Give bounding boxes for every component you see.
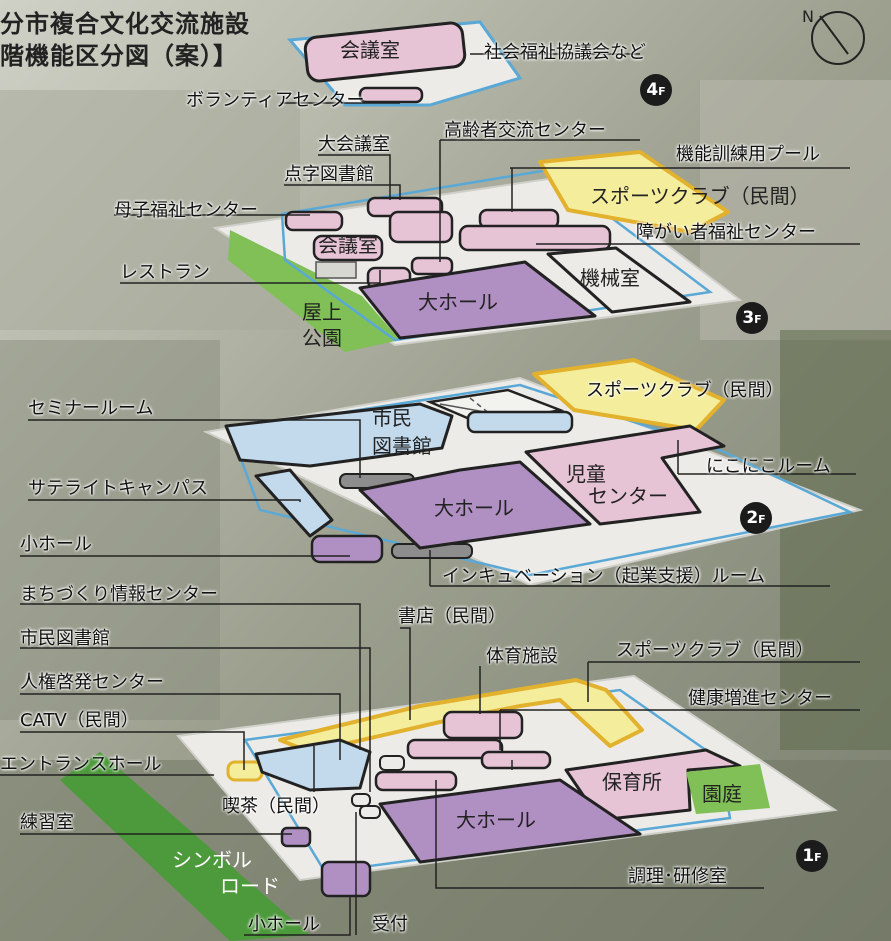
3f-kikai-label: 機械室 (580, 266, 640, 290)
1f-machizukuri-label: まちづくり情報センター (20, 584, 218, 605)
1f-chori-label: 調理･研修室 (628, 866, 727, 887)
leader-lines (0, 53, 860, 936)
floor-badge-1f: 1F (796, 840, 828, 872)
compass-north-label: N (802, 7, 814, 26)
1f-jinken-label: 人権啓発センター (20, 672, 164, 693)
1f-sports-label: スポーツクラブ（民間） (616, 640, 814, 661)
3f-kaigishitsu-label: 会議室 (318, 233, 378, 257)
2f-shimin-label2: 図書館 (372, 434, 432, 458)
1f-symbol-label2: ロード (220, 874, 280, 898)
1f-shoten-label: 書店（民間） (398, 606, 506, 627)
4f-shakai-label: 社会福祉協議会など (484, 42, 646, 63)
3f-okujo-label2: 公園 (302, 326, 342, 350)
1f-daihall-label: 大ホール (456, 808, 536, 832)
1f-taiiku-label: 体育施設 (486, 646, 558, 667)
2f-sports-label: スポーツクラブ（民間） (586, 380, 784, 401)
1f-catv-label: CATV（民間） (20, 710, 139, 731)
1f-hoiku-label: 保育所 (602, 770, 662, 794)
1f-kenko-label: 健康増進センター (688, 688, 832, 709)
3f-kinou-pool-label: 機能訓練用プール (676, 144, 820, 165)
page-title-line2: 階機能区分図（案）】 (0, 42, 238, 70)
1f-uketsuke-label: 受付 (372, 914, 408, 935)
4f-kaigishitsu-label: 会議室 (340, 38, 400, 62)
1f-renshu-label: 練習室 (20, 812, 74, 833)
4f-volunteer-label: ボランティアセンター (186, 90, 365, 111)
3f-daikaigi-label: 大会議室 (318, 134, 390, 155)
3f-shougai-label: 障がい者福祉センター (636, 222, 816, 243)
3f-boshi-label: 母子福祉センター (114, 200, 258, 221)
2f-kohall-label: 小ホール (20, 534, 92, 555)
1f-kohall-label: 小ホール (248, 914, 320, 935)
1f-symbol-label1: シンボル (172, 848, 252, 872)
1f-entrance-label: エントランスホール (0, 754, 162, 775)
compass: N (802, 7, 865, 65)
floor-badge-2f: 2F (740, 502, 772, 534)
1f-kissa-label: 喫茶（民間） (222, 796, 330, 817)
2f-incubation-label: インキュベーション（起業支援）ルーム (442, 566, 766, 587)
2f-seminar-label: セミナールーム (28, 398, 154, 419)
floor-1f (60, 674, 838, 941)
floor-badge-4f: 4F (640, 74, 672, 106)
2f-satellite-label: サテライトキャンパス (28, 478, 208, 499)
2f-nikoniko-label: にこにこルーム (706, 456, 831, 477)
3f-daihall-label: 大ホール (418, 290, 498, 314)
3f-tenji-label: 点字図書館 (284, 164, 374, 185)
3f-okujo-label1: 屋上 (302, 300, 342, 324)
1f-shimin-label: 市民図書館 (20, 628, 110, 649)
2f-shimin-label1: 市民 (372, 406, 412, 430)
floor-3f (212, 150, 743, 352)
floor-badge-3f: 3F (736, 302, 768, 334)
2f-jido-label1: 児童 (566, 462, 606, 486)
floor-4f (287, 20, 523, 107)
2f-jido-label2: センター (588, 484, 668, 508)
floor-2f (202, 358, 864, 587)
2f-daihall-label: 大ホール (434, 496, 514, 520)
page-title-line1: 分市複合文化交流施設 (0, 10, 250, 38)
3f-koreisha-label: 高齢者交流センター (444, 120, 606, 141)
3f-restaurant-label: レストラン (120, 262, 210, 283)
1f-entei-label: 園庭 (702, 782, 742, 806)
3f-sports-label: スポーツクラブ（民間） (590, 184, 810, 208)
